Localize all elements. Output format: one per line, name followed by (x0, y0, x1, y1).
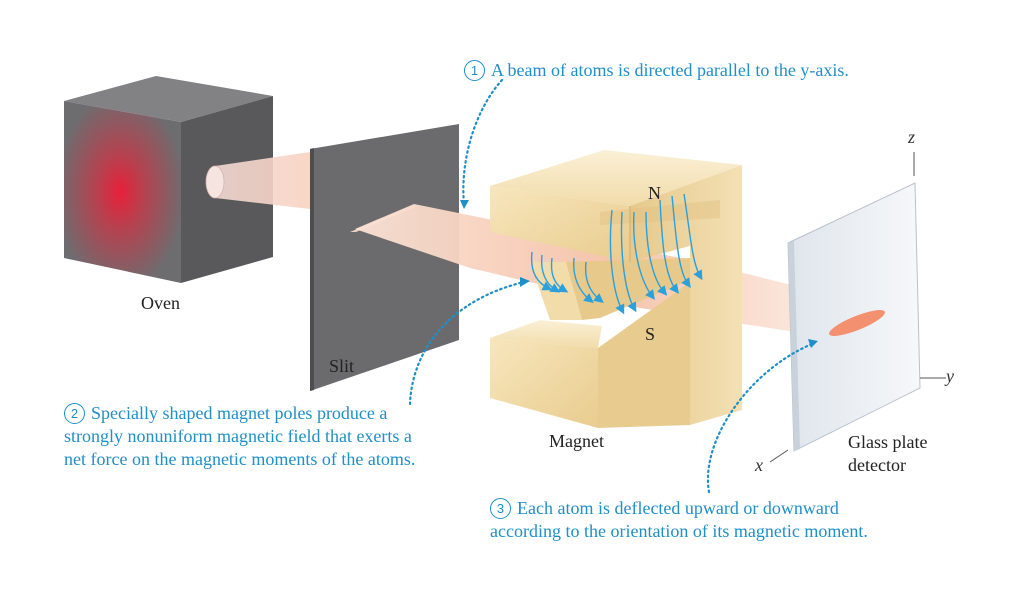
detector-label: Glass plate detector (848, 431, 927, 477)
callout-1-text: A beam of atoms is directed parallel to … (491, 60, 849, 80)
beam-cone (205, 152, 310, 209)
pole-s-label: S (645, 324, 655, 344)
magnet-label: Magnet (549, 431, 604, 451)
callout-1-number: 1 (464, 60, 485, 81)
glass-plate-detector (787, 182, 921, 452)
callout-2-line-3: net force on the magnetic moments of the… (64, 449, 416, 469)
magnet (490, 150, 742, 428)
callout-1: 1 A beam of atoms is directed parallel to… (464, 59, 849, 82)
oven (64, 76, 273, 283)
callout-2-number: 2 (64, 403, 85, 424)
detector-label-line1: Glass plate (848, 432, 928, 452)
axis-y-label: y (946, 366, 954, 386)
callout-2-line-2: strongly nonuniform magnetic field that … (64, 426, 412, 446)
detector-label-line2: detector (848, 455, 906, 475)
callout-2-line-1: Specially shaped magnet poles produce a (91, 403, 388, 423)
axis-x-label: x (755, 455, 763, 475)
leader-arrowheads (460, 200, 818, 348)
callout-3-number: 3 (490, 498, 511, 519)
callout-3-line-1: Each atom is deflected upward or downwar… (517, 498, 839, 518)
magnetic-field-lines (530, 193, 703, 315)
axis-z-label: z (908, 127, 916, 147)
slit-plate (310, 124, 459, 391)
slit-label: Slit (329, 356, 355, 376)
coordinate-axes (769, 152, 946, 463)
callout-3: 3 Each atom is deflected upward or downwa… (490, 497, 868, 543)
oven-label: Oven (141, 293, 180, 313)
callout-3-line-2: according to the orientation of its magn… (490, 521, 868, 541)
pole-n-label: N (648, 183, 661, 203)
callout-leaders (408, 78, 814, 494)
callout-2: 2 Specially shaped magnet poles produce a… (64, 402, 415, 471)
